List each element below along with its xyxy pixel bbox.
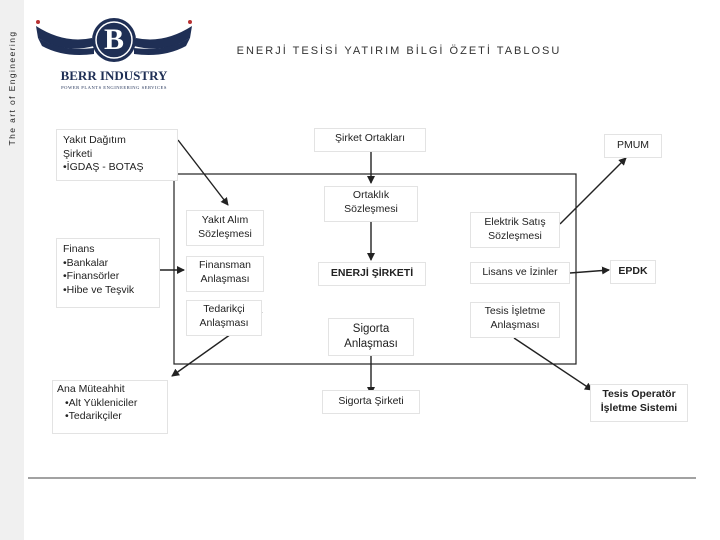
node-line: Ortaklık <box>352 189 390 201</box>
node-line: Anlaşması <box>200 272 250 285</box>
node-line: Şirketi <box>63 147 93 160</box>
node-line: Finans <box>63 243 95 255</box>
logo-name: BERR INDUSTRY <box>60 68 168 83</box>
node-sigorta-sirketi: Sigorta Şirketi <box>322 390 420 414</box>
node-line: •Alt Yükleniciler <box>65 396 138 409</box>
node-line: Anlaşması <box>199 316 249 329</box>
node-yakit-dagitim: Yakıt Dağıtım Şirketi •İGDAŞ - BOTAŞ <box>56 129 178 181</box>
node-label: Şirket Ortakları <box>334 132 405 144</box>
node-line: Tesis Operatör <box>602 388 676 400</box>
node-line: Ana Müteahhit <box>57 383 125 395</box>
page-title: ENERJİ TESİSİ YATIRIM BİLGİ ÖZETİ TABLOS… <box>236 45 562 57</box>
node-label: Sigorta Şirketi <box>338 395 404 407</box>
node-tedarikci: Tedarikçi Anlaşması <box>186 300 262 336</box>
node-line: Yakıt Alım <box>201 214 249 226</box>
node-line: Finansman <box>199 259 251 271</box>
node-line: Sözleşmesi <box>488 229 542 242</box>
node-line: •Finansörler <box>63 270 120 283</box>
node-enerji-sirketi: ENERJİ ŞİRKETİ <box>318 262 426 286</box>
node-label: EPDK <box>618 265 648 277</box>
node-line: •Tedarikçiler <box>65 410 122 423</box>
logo-tagline: POWER PLANTS ENGINEERING SERVICES <box>61 85 167 90</box>
node-line: •İGDAŞ - BOTAŞ <box>63 161 144 174</box>
node-elektrik-satis: Elektrik Satış Sözleşmesi <box>470 212 560 248</box>
node-line: •Bankalar <box>63 256 109 269</box>
node-line: Tedarikçi <box>203 303 245 315</box>
node-finansman: Finansman Anlaşması <box>186 256 264 292</box>
arrow-tesis-operator <box>513 337 593 391</box>
arrow-epdk <box>569 266 610 275</box>
arrow-pmum <box>559 157 627 225</box>
side-band: The art of Engineering <box>0 0 24 540</box>
node-line: Anlaşması <box>490 318 540 331</box>
node-line: Sigorta <box>352 323 390 335</box>
node-lisans: Lisans ve İzinler <box>470 262 570 284</box>
node-label: Lisans ve İzinler <box>482 266 558 278</box>
logo-emblem <box>36 18 192 62</box>
node-label: ENERJİ ŞİRKETİ <box>330 267 414 279</box>
node-tesis-operator: Tesis Operatör İşletme Sistemi <box>590 384 688 422</box>
company-logo: B BERR INDUSTRY POWER PLANTS ENGINEERING… <box>34 16 194 98</box>
node-line: Sözleşmesi <box>344 202 398 215</box>
node-line: Yakıt Dağıtım <box>63 134 126 146</box>
node-sigorta-anlasmasi: Sigorta Anlaşması <box>328 318 414 356</box>
node-tesis-isletme: Tesis İşletme Anlaşması <box>470 302 560 338</box>
contract-frame <box>173 173 577 365</box>
node-line: •Hibe ve Teşvik <box>63 283 135 296</box>
node-yakit-alim: Yakıt Alım Sözleşmesi <box>186 210 264 246</box>
node-ortaklik: Ortaklık Sözleşmesi <box>324 186 418 222</box>
node-pmum: PMUM <box>604 134 662 158</box>
node-label: PMUM <box>616 139 650 151</box>
node-epdk: EPDK <box>610 260 656 284</box>
node-line: Tesis İşletme <box>484 305 546 317</box>
node-sirket-ortaklari: Şirket Ortakları <box>314 128 426 152</box>
node-finans: Finans •Bankalar •Finansörler •Hibe ve T… <box>56 238 160 308</box>
node-line: İşletme Sistemi <box>600 401 678 414</box>
logo-letter: B <box>103 23 124 56</box>
node-line: Anlaşması <box>344 337 398 350</box>
node-line: Sözleşmesi <box>198 227 252 240</box>
node-line: Elektrik Satış <box>484 216 546 228</box>
node-ana-muteahhit: Ana Müteahhit •Alt Yükleniciler •Tedarik… <box>52 380 168 434</box>
arrow-yakit-dagitim <box>177 139 229 206</box>
